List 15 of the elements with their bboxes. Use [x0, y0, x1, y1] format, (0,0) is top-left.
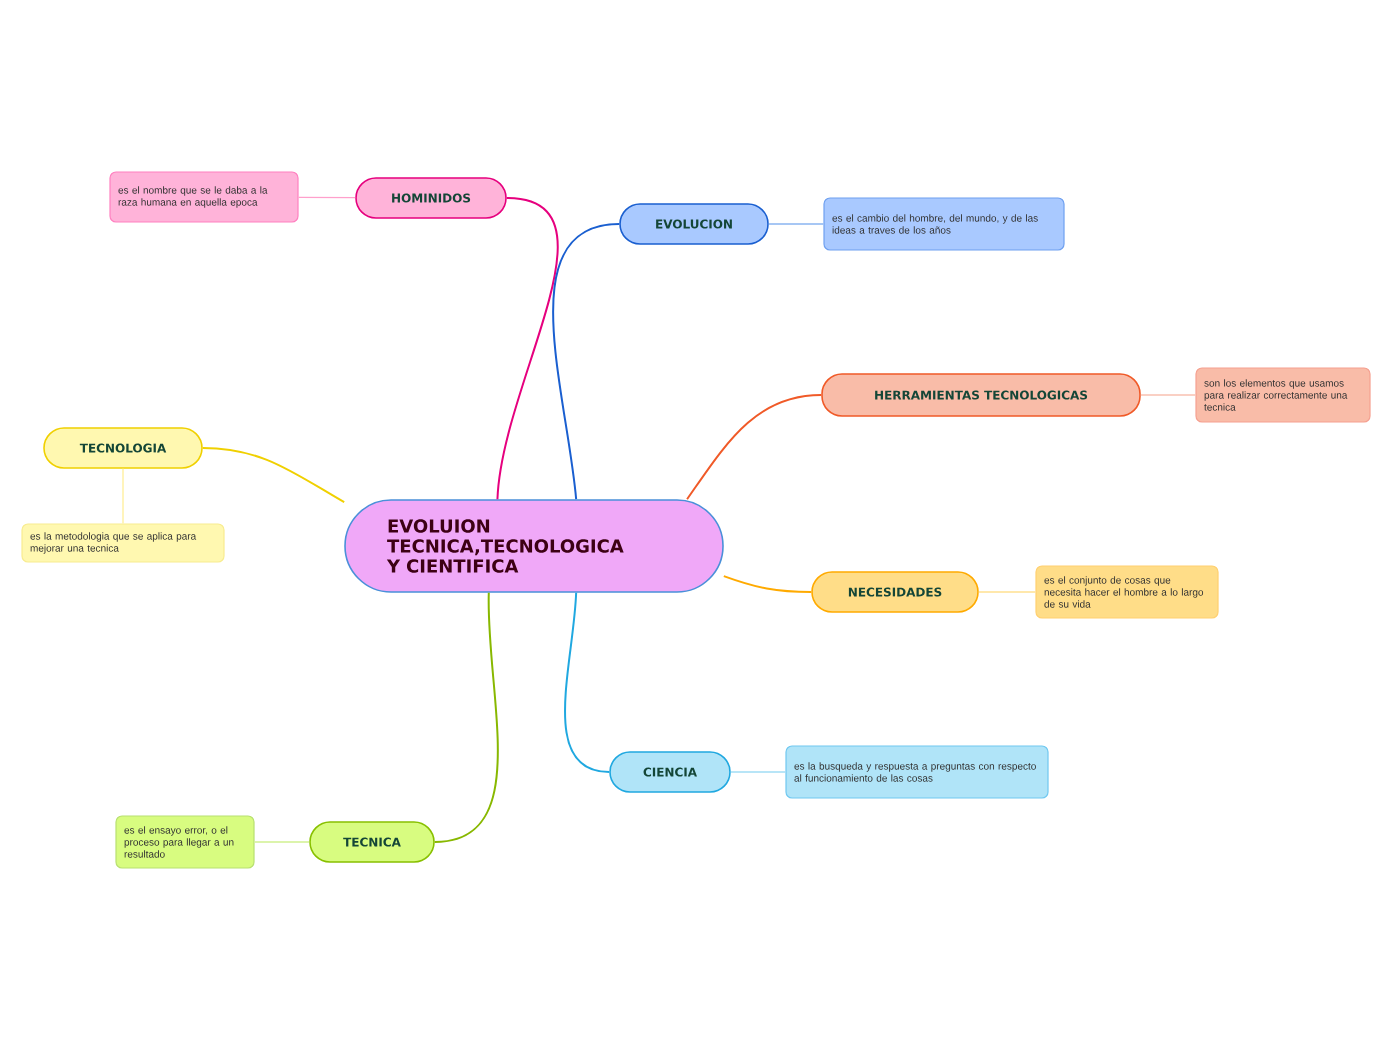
connector — [253, 841, 310, 843]
connector — [564, 591, 611, 773]
connector — [496, 197, 559, 501]
connector — [433, 591, 499, 843]
connector — [201, 447, 346, 504]
connector — [297, 196, 356, 199]
connector — [730, 771, 787, 773]
connector — [978, 591, 1037, 593]
connector — [686, 394, 823, 501]
connector — [552, 223, 621, 501]
connector — [768, 223, 825, 225]
connector — [1140, 394, 1197, 396]
connector — [722, 575, 813, 593]
central-topic: EVOLUION TECNICA,TECNOLOGICA Y CIENTIFICA — [344, 499, 724, 593]
connector — [122, 468, 124, 525]
